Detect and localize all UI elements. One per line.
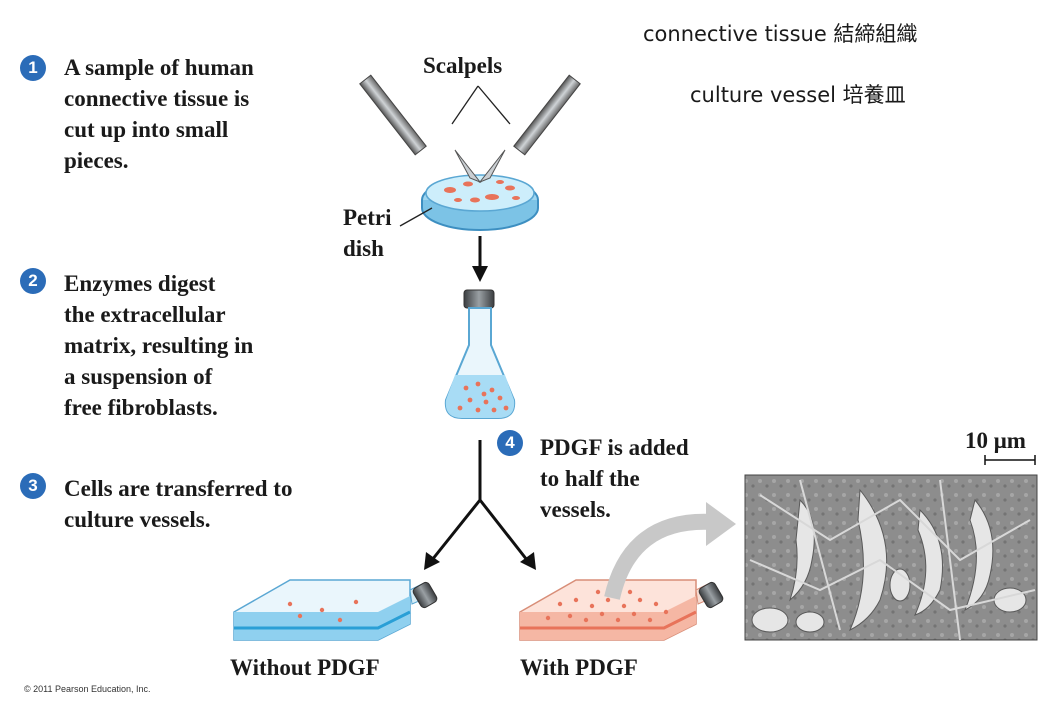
scalpels-label: Scalpels bbox=[423, 53, 503, 78]
arrow-down-1 bbox=[472, 236, 488, 282]
gloss-connective-tissue: connective tissue 結締組織 bbox=[643, 22, 918, 46]
scalpels-pointer bbox=[451, 85, 511, 125]
sem-micrograph bbox=[744, 474, 1038, 641]
scalpel-left bbox=[359, 74, 482, 184]
petri-pointer bbox=[399, 207, 433, 227]
with-pdgf-label: With PDGF bbox=[520, 655, 638, 680]
without-pdgf-label: Without PDGF bbox=[230, 655, 380, 680]
step-3-text: Cells are transferred to culture vessels… bbox=[64, 476, 293, 532]
step-3-number: 3 bbox=[20, 473, 46, 499]
gloss-culture-vessel: culture vessel 培養皿 bbox=[690, 83, 906, 107]
petri-dish bbox=[421, 174, 539, 231]
culture-flask-without-pdgf bbox=[233, 579, 438, 641]
fibroblast-suspension bbox=[457, 381, 509, 413]
curved-arrow-to-micrograph bbox=[604, 502, 736, 600]
split-arrowhead-right bbox=[520, 552, 536, 570]
step-2-number: 2 bbox=[20, 268, 46, 294]
scale-bar bbox=[984, 455, 1036, 465]
scale-bar-label: 10 μm bbox=[965, 428, 1026, 453]
copyright-notice: © 2011 Pearson Education, Inc. bbox=[24, 684, 151, 694]
flask bbox=[444, 289, 516, 419]
culture-flask-with-pdgf bbox=[519, 579, 724, 641]
petri-dish-label: Petri dish bbox=[343, 205, 392, 261]
step-4-text: PDGF is added to half the vessels. bbox=[540, 435, 689, 522]
step-2-text: Enzymes digest the extracellular matrix,… bbox=[64, 271, 254, 420]
step-1-text: A sample of human connective tissue is c… bbox=[64, 55, 254, 173]
split-arrowhead-left bbox=[424, 552, 440, 570]
step-1-number: 1 bbox=[20, 55, 46, 81]
tissue-pieces bbox=[444, 180, 520, 203]
scalpel-right bbox=[478, 74, 581, 184]
split-arrow bbox=[430, 440, 529, 561]
step-4-number: 4 bbox=[497, 430, 523, 456]
